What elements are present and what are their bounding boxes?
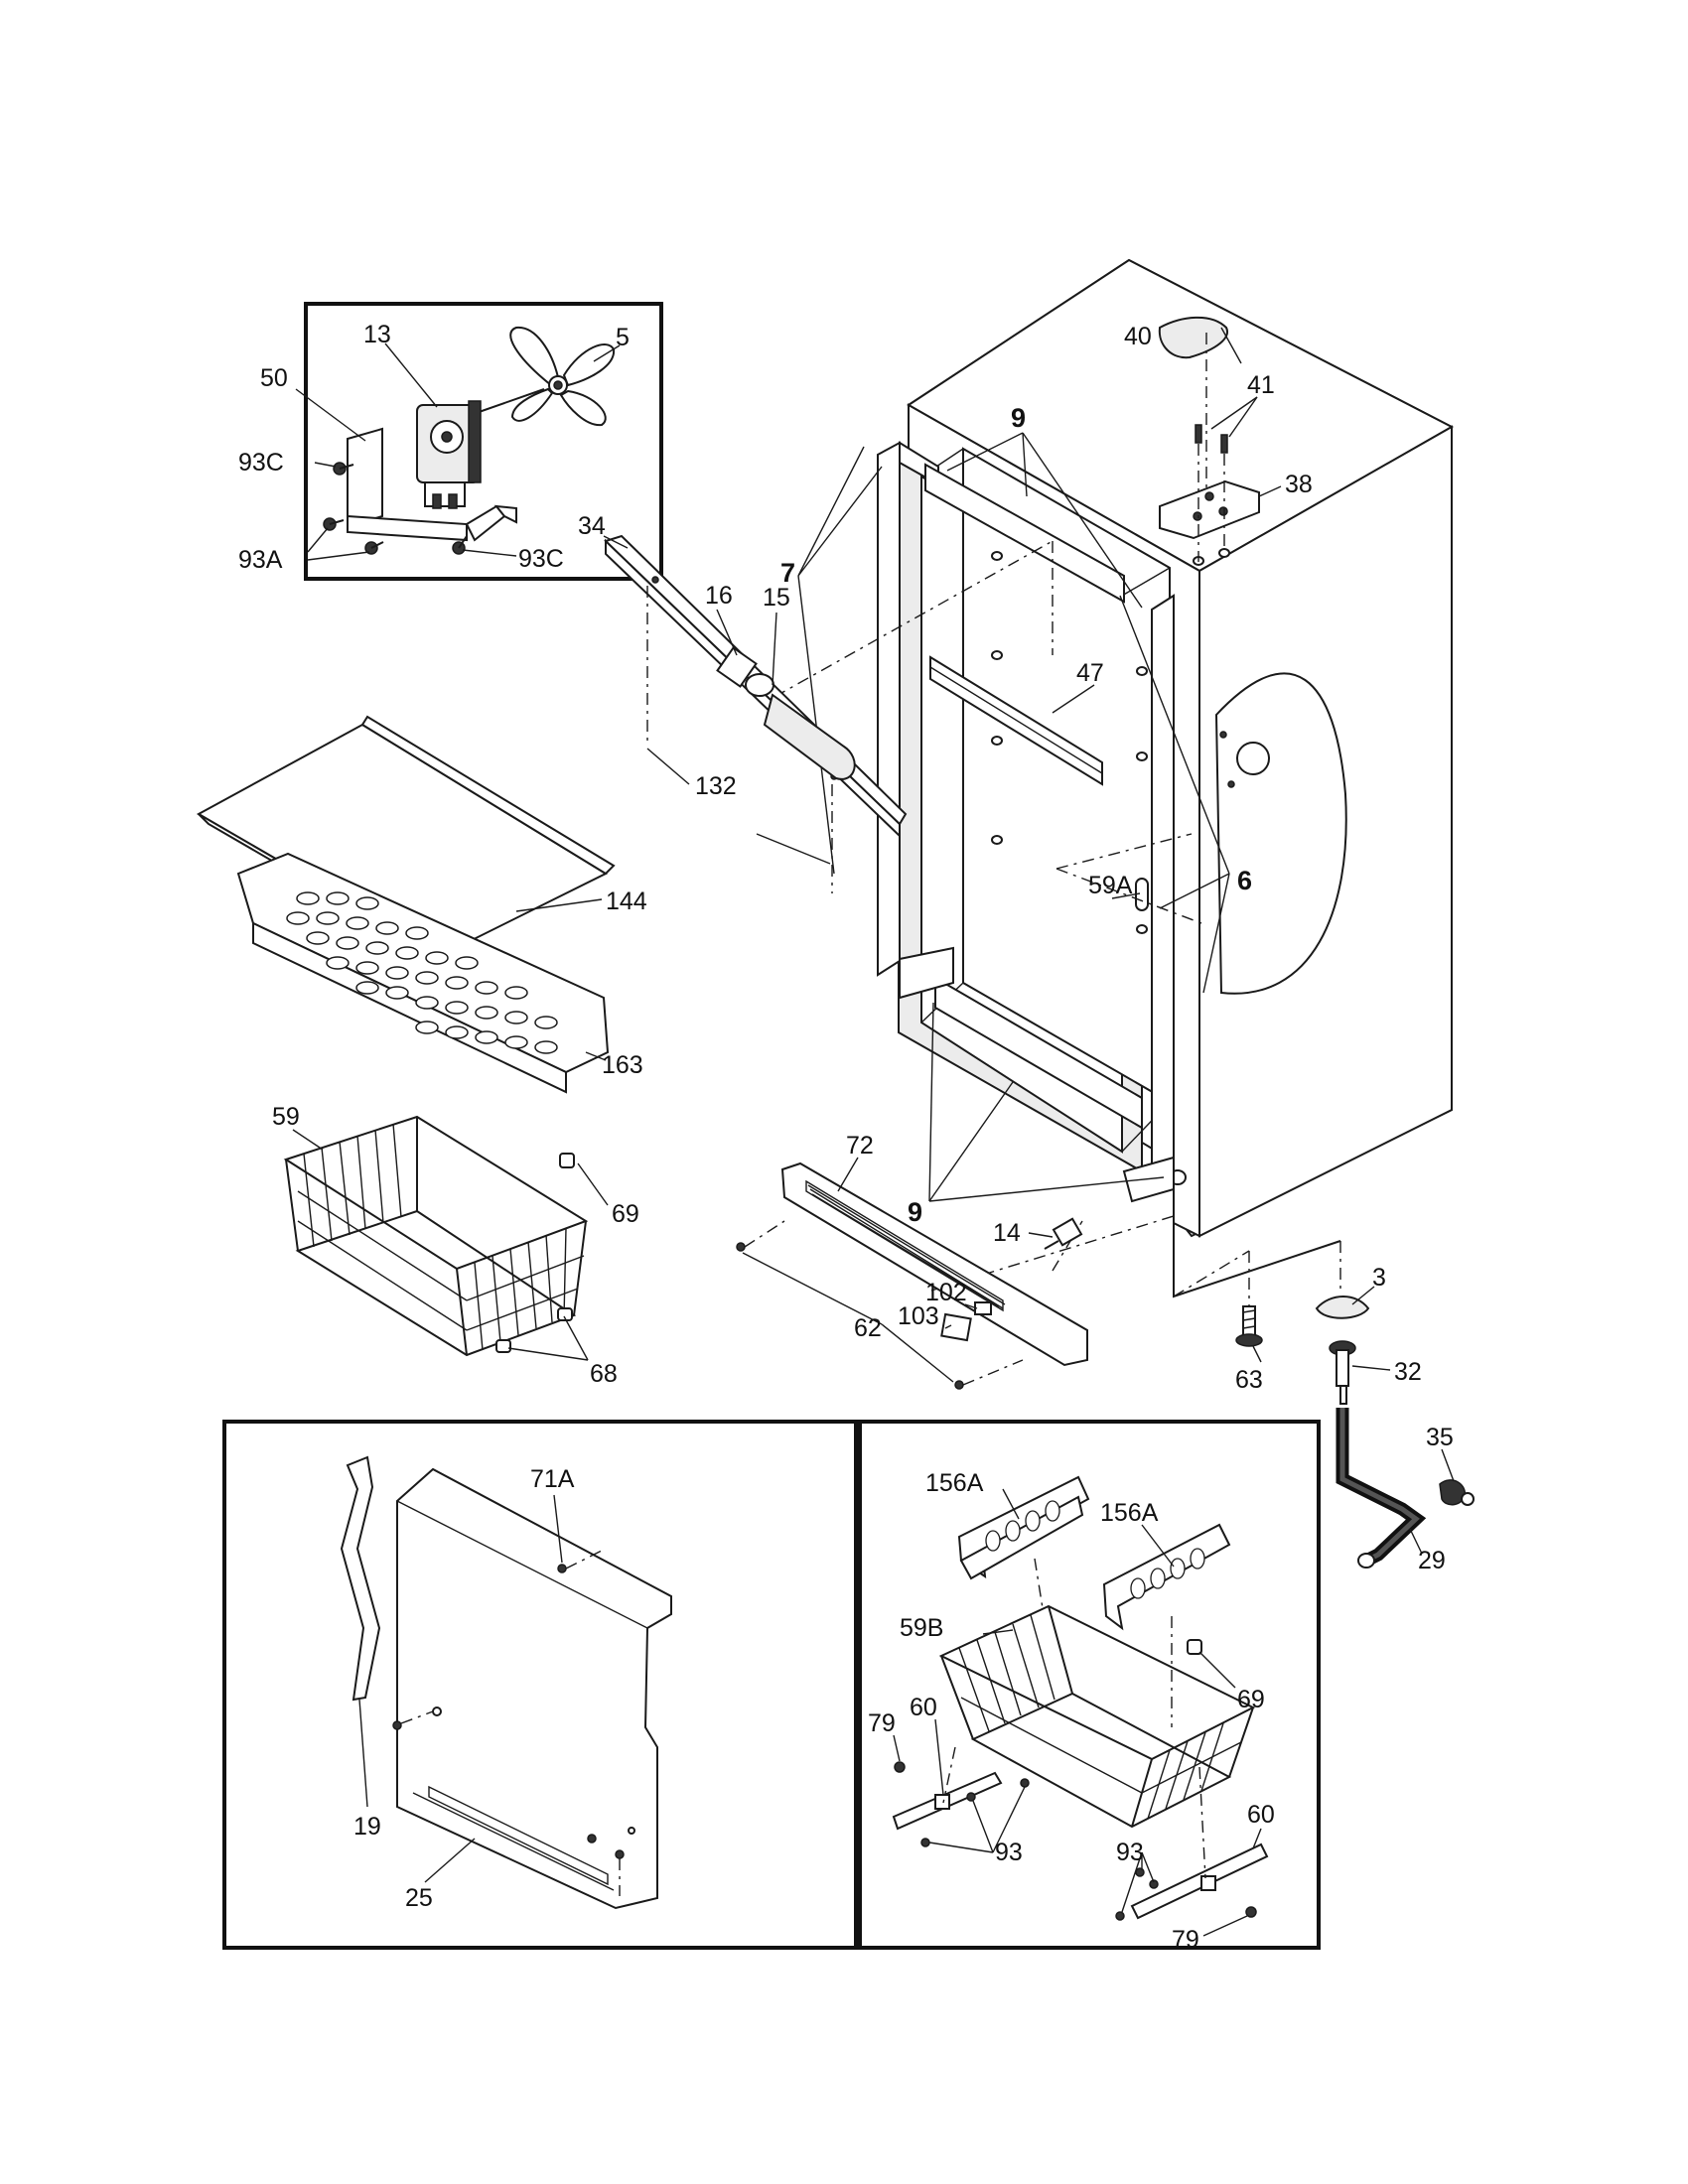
light-assembly — [603, 534, 908, 893]
callout-25: 25 — [405, 1884, 433, 1912]
callout-163: 163 — [602, 1051, 643, 1079]
callout-69-inset: 69 — [1237, 1686, 1265, 1713]
callout-62: 62 — [854, 1314, 882, 1342]
callout-132: 132 — [695, 772, 737, 800]
callout-5: 5 — [616, 324, 630, 351]
compressor-cover — [1214, 672, 1347, 995]
callout-7: 7 — [780, 558, 795, 588]
callout-6: 6 — [1237, 866, 1252, 895]
callout-3: 3 — [1372, 1264, 1386, 1292]
callout-156a-left: 156A — [925, 1469, 984, 1497]
callout-50: 50 — [260, 364, 288, 392]
shelf-163 — [236, 852, 610, 1094]
callout-32: 32 — [1394, 1358, 1422, 1386]
callout-102: 102 — [925, 1279, 967, 1306]
callout-79-left: 79 — [868, 1709, 896, 1737]
top-hinge-assembly — [1158, 316, 1260, 566]
defrost-drain-14 — [1028, 1217, 1083, 1250]
callout-9-top: 9 — [1011, 403, 1026, 433]
callout-93-left: 93 — [995, 1839, 1023, 1866]
callout-34: 34 — [578, 512, 606, 540]
basket-59 — [283, 1115, 609, 1361]
fan-blade — [509, 326, 616, 427]
callout-19: 19 — [353, 1813, 381, 1841]
callout-9-bottom: 9 — [908, 1197, 922, 1227]
callout-63: 63 — [1235, 1366, 1263, 1394]
callout-59: 59 — [272, 1103, 300, 1131]
shelf-rail-47 — [929, 655, 1103, 786]
callout-59a: 59A — [1088, 872, 1133, 899]
callout-29: 29 — [1418, 1547, 1446, 1574]
fan-motor-inset: 5 13 50 93C 93A 93C — [238, 302, 663, 581]
main-leaders — [797, 327, 1282, 1202]
callout-40: 40 — [1124, 323, 1152, 350]
callout-93-right: 93 — [1116, 1839, 1144, 1866]
callout-47: 47 — [1076, 659, 1104, 687]
callout-93c: 93C — [238, 449, 284, 477]
callout-38: 38 — [1285, 471, 1313, 498]
leveling-leg-63 — [1235, 1305, 1263, 1363]
back-panel-inset: 71A 19 25 — [222, 1420, 858, 1950]
kick-plate — [736, 1157, 1088, 1390]
callout-60-left: 60 — [910, 1694, 937, 1721]
fan-motor-bracket — [347, 427, 517, 542]
callout-59b: 59B — [900, 1614, 943, 1642]
callout-14: 14 — [993, 1219, 1021, 1247]
basket-divider-inset: 156A 156A 59B 69 79 60 93 60 93 79 — [858, 1420, 1321, 1954]
callout-71a: 71A — [530, 1465, 575, 1493]
evaporator-fan-motor — [416, 400, 482, 509]
callout-144: 144 — [606, 887, 647, 915]
freezer-cabinet — [877, 258, 1455, 1298]
callout-16: 16 — [705, 582, 733, 610]
callout-103: 103 — [898, 1302, 939, 1330]
callout-93a: 93A — [238, 546, 283, 574]
callout-79-right: 79 — [1172, 1926, 1199, 1954]
callout-15: 15 — [763, 584, 790, 612]
callout-72: 72 — [846, 1132, 874, 1160]
drain-assembly — [1315, 1286, 1475, 1569]
callout-60-right: 60 — [1247, 1801, 1275, 1829]
callout-93c-lower: 93C — [518, 545, 564, 573]
callout-13: 13 — [363, 321, 391, 348]
callout-35: 35 — [1426, 1424, 1454, 1451]
callout-68: 68 — [590, 1360, 618, 1388]
screws-93c-93a — [323, 462, 468, 555]
liner-holes — [991, 551, 1187, 1185]
callout-69: 69 — [612, 1200, 639, 1228]
callout-156a-right: 156A — [1100, 1499, 1159, 1527]
callout-41: 41 — [1247, 371, 1275, 399]
